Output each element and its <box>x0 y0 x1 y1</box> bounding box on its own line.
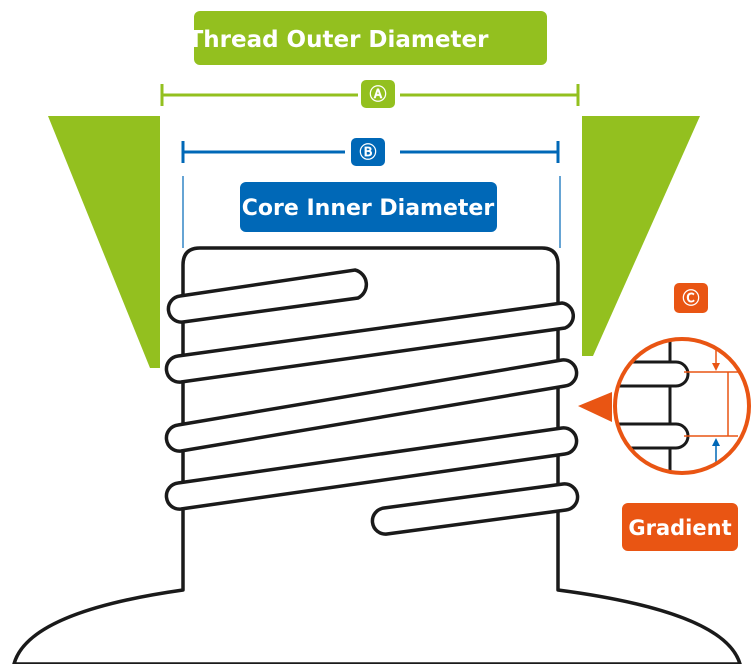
marker-a-text: Ⓐ <box>370 84 387 105</box>
marker-c-badge: Ⓒ <box>674 283 708 313</box>
marker-c-text: Ⓒ <box>683 288 700 309</box>
thread-ridge-3 <box>164 358 579 453</box>
thread-outer-diameter-text: Thread Outer Diameter <box>188 27 490 53</box>
cap-left-side <box>48 116 160 368</box>
core-inner-diameter-text: Core Inner Diameter <box>242 196 495 221</box>
gradient-label: Gradient <box>622 503 738 551</box>
dimension-b-line <box>181 141 560 163</box>
core-inner-diameter-label: Core Inner Diameter <box>240 182 497 232</box>
thread-ridge-2 <box>164 301 575 384</box>
magnified-ridge-top <box>615 360 690 388</box>
magnifier-ring <box>613 337 751 475</box>
thread-ridges <box>164 268 580 536</box>
thread-outer-diameter-label: Thread Outer Diameter <box>188 11 547 65</box>
magnifier-pointer <box>578 392 612 422</box>
gradient-text: Gradient <box>628 516 731 540</box>
marker-a-badge: Ⓐ <box>361 80 395 108</box>
thread-ridge-1 <box>166 268 369 324</box>
thread-ridge-4 <box>164 426 579 511</box>
thread-ridge-5 <box>370 482 580 536</box>
pitch-arrow-bottom-head <box>712 438 720 446</box>
cap-right-side <box>582 116 700 356</box>
pitch-arrow-top-head <box>712 363 720 371</box>
marker-b-text: Ⓑ <box>360 142 377 163</box>
magnified-ridge-bottom <box>615 422 690 450</box>
marker-b-badge: Ⓑ <box>351 138 385 166</box>
dimension-a-line <box>160 84 580 106</box>
